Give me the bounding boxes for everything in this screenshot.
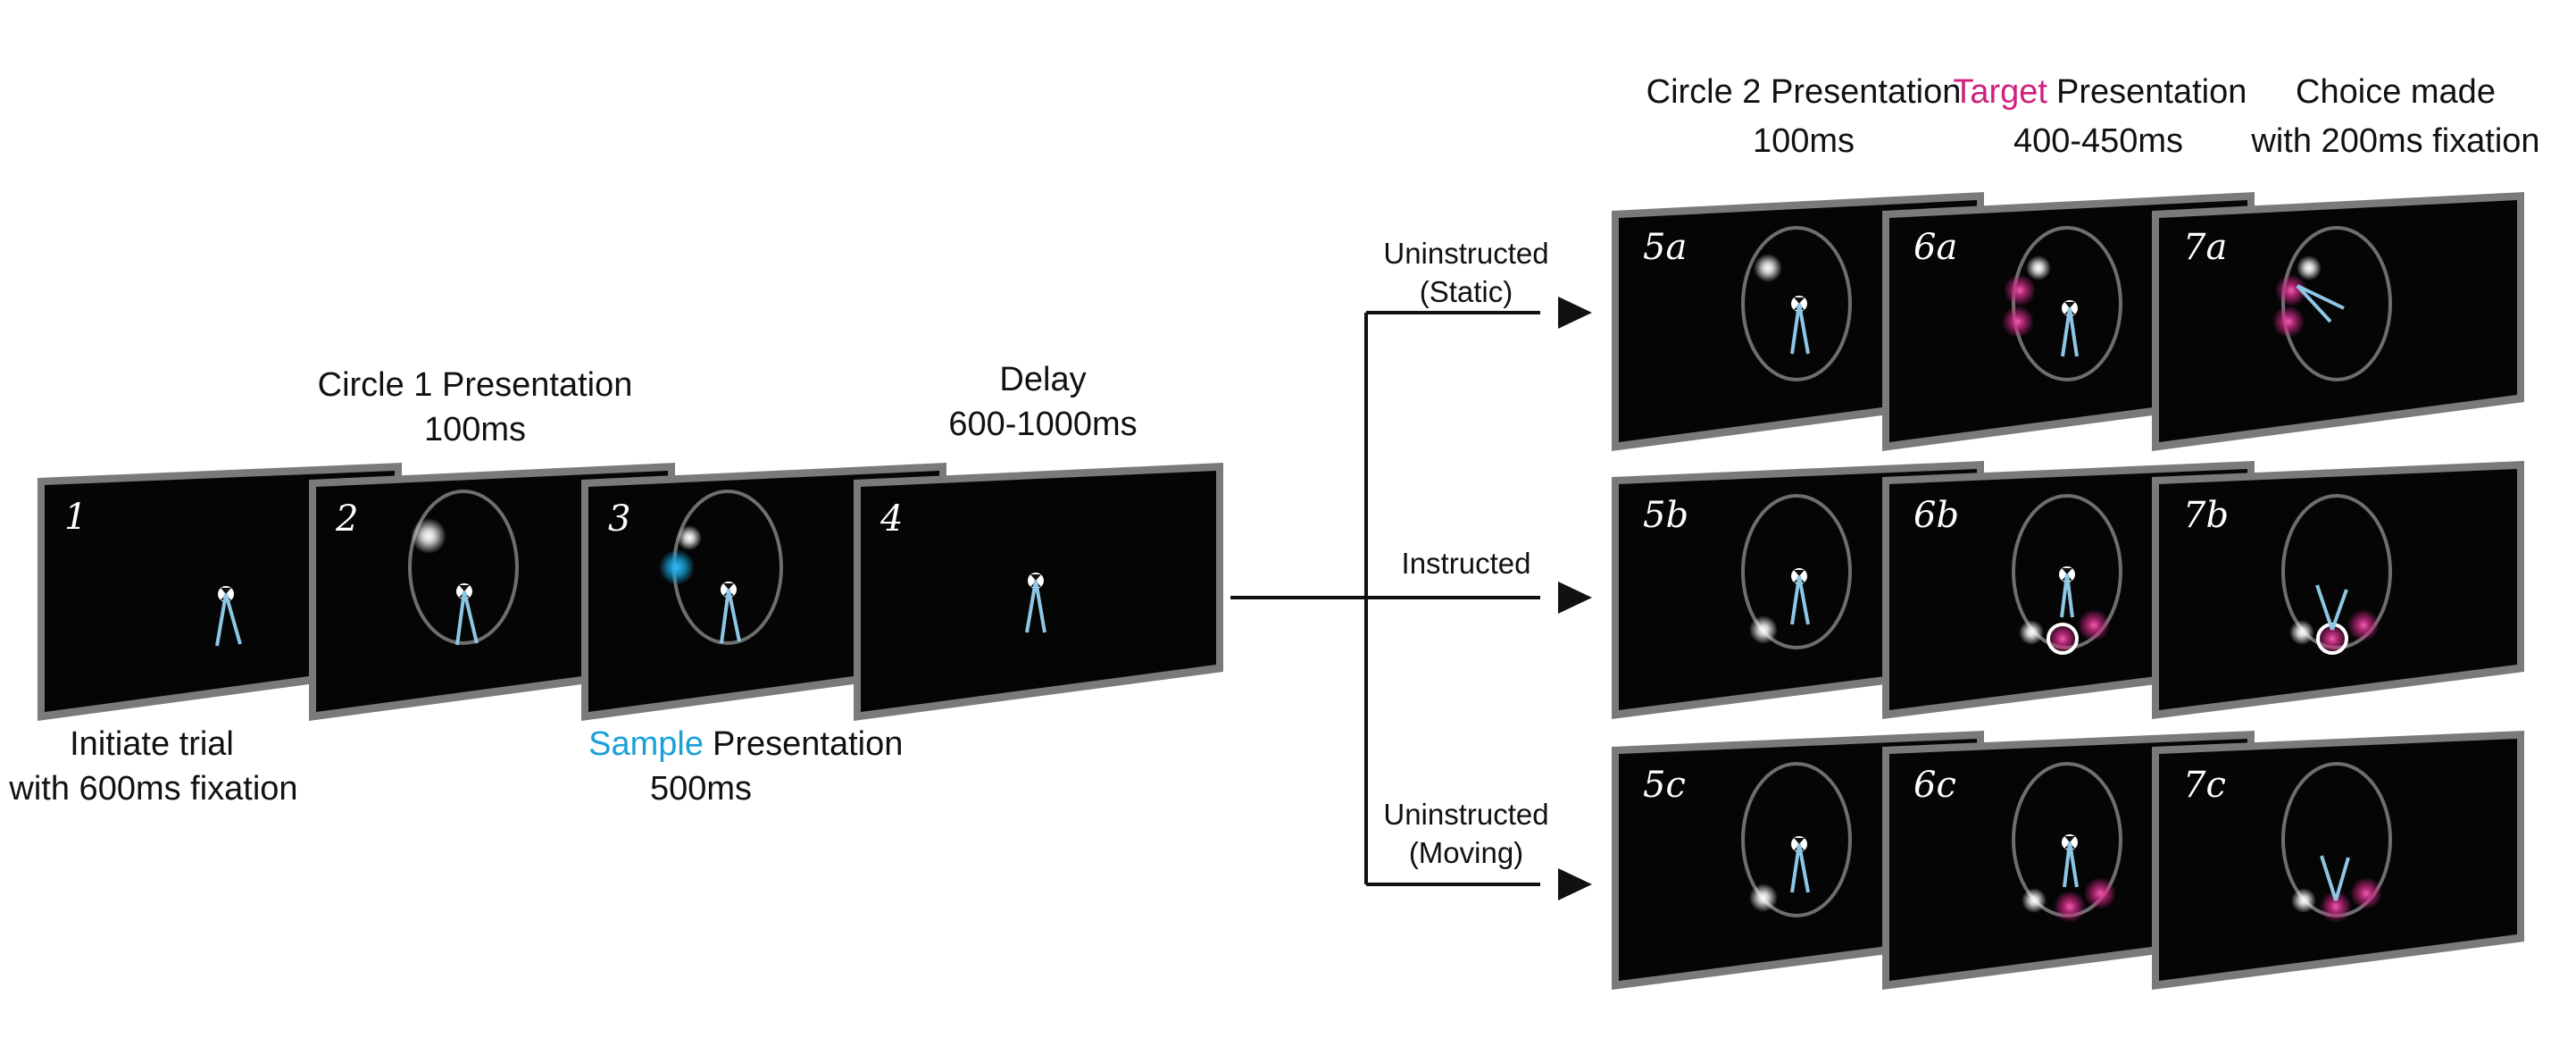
label-initiate-trial: Initiate trial — [70, 725, 234, 763]
header-choice-duration: with 200ms fixation — [2250, 122, 2539, 160]
circle-dot — [1754, 254, 1782, 282]
label-sample-duration: 500ms — [650, 770, 752, 808]
label-delay: Delay — [999, 361, 1086, 398]
fixation-cross — [1790, 296, 1810, 355]
branch-arrows — [1230, 297, 1592, 900]
label-circle1-duration: 100ms — [424, 411, 526, 448]
sample-dot — [659, 549, 695, 585]
label-circle1: Circle 1 Presentation — [318, 366, 633, 404]
screen-7c: 7c — [2152, 731, 2524, 990]
label-uninstructed-static: Uninstructed — [1383, 237, 1548, 270]
screen-4-number: 4 — [880, 498, 903, 540]
header-target-highlight: Target — [1953, 73, 2047, 111]
header-circle2-duration: 100ms — [1753, 122, 1855, 160]
label-delay-duration: 600-1000ms — [948, 406, 1137, 443]
target-dot — [2084, 877, 2116, 909]
header-target-presentation: Presentation — [2056, 73, 2247, 111]
screen-7a: 7a — [2152, 192, 2524, 451]
label-sample-presentation: Presentation — [713, 725, 903, 763]
screen-7b-number: 7b — [2183, 495, 2229, 536]
screen-4: 4 — [854, 463, 1223, 721]
screen-5a-number: 5a — [1643, 227, 1687, 268]
circle-ring — [408, 490, 519, 645]
screen-6c-number: 6c — [1913, 765, 1956, 806]
screen-6b-number: 6b — [1913, 495, 1959, 536]
target-dot — [2275, 274, 2307, 306]
screen-5c-number: 5c — [1643, 765, 1686, 806]
screen-1-number: 1 — [64, 497, 87, 538]
label-sample-highlight: Sample — [588, 725, 704, 763]
target-dot — [2078, 609, 2110, 641]
target-dot — [2002, 306, 2034, 338]
label-initiate-trial-duration: with 600ms fixation — [8, 770, 297, 808]
target-dot — [2347, 609, 2380, 641]
choice-hands — [2296, 284, 2345, 323]
fixation-cross — [720, 582, 741, 644]
circle-dot — [411, 518, 446, 554]
fixation-cross — [1025, 573, 1046, 633]
label-static: (Static) — [1420, 275, 1513, 308]
instruction-cue-circle — [2047, 623, 2079, 655]
label-moving: (Moving) — [1409, 836, 1523, 869]
header-target-duration: 400-450ms — [2013, 122, 2183, 160]
target-dot — [2316, 623, 2348, 655]
label-uninstructed-moving: Uninstructed — [1383, 798, 1548, 831]
screen-3-number: 3 — [608, 498, 630, 540]
screen-7c-number: 7c — [2183, 765, 2226, 806]
screen-5b-number: 5b — [1643, 495, 1688, 536]
fixation-cross — [1790, 568, 1810, 625]
target-dot — [2272, 306, 2305, 338]
target-dot — [2004, 274, 2036, 306]
fixation-cross — [215, 586, 242, 647]
header-choice: Choice made — [2296, 73, 2496, 111]
fixation-cross — [2061, 300, 2079, 357]
target-dot — [2320, 891, 2352, 923]
circle-dot — [677, 525, 702, 550]
fixation-cross — [455, 583, 479, 646]
screen-7b: 7b — [2152, 461, 2524, 719]
choice-hands — [2315, 584, 2348, 631]
choice-hands — [2320, 855, 2350, 901]
fixation-cross — [1790, 836, 1810, 893]
screen-7a-number: 7a — [2183, 227, 2227, 268]
screen-6a-number: 6a — [1913, 227, 1957, 268]
header-circle2: Circle 2 Presentation — [1646, 73, 1962, 111]
target-dot — [2047, 623, 2079, 655]
target-dot — [2054, 891, 2086, 923]
label-instructed: Instructed — [1402, 547, 1531, 580]
fixation-cross — [2062, 834, 2079, 888]
screen-2-number: 2 — [335, 498, 358, 540]
fixation-cross — [2059, 566, 2075, 618]
target-dot — [2350, 877, 2382, 909]
